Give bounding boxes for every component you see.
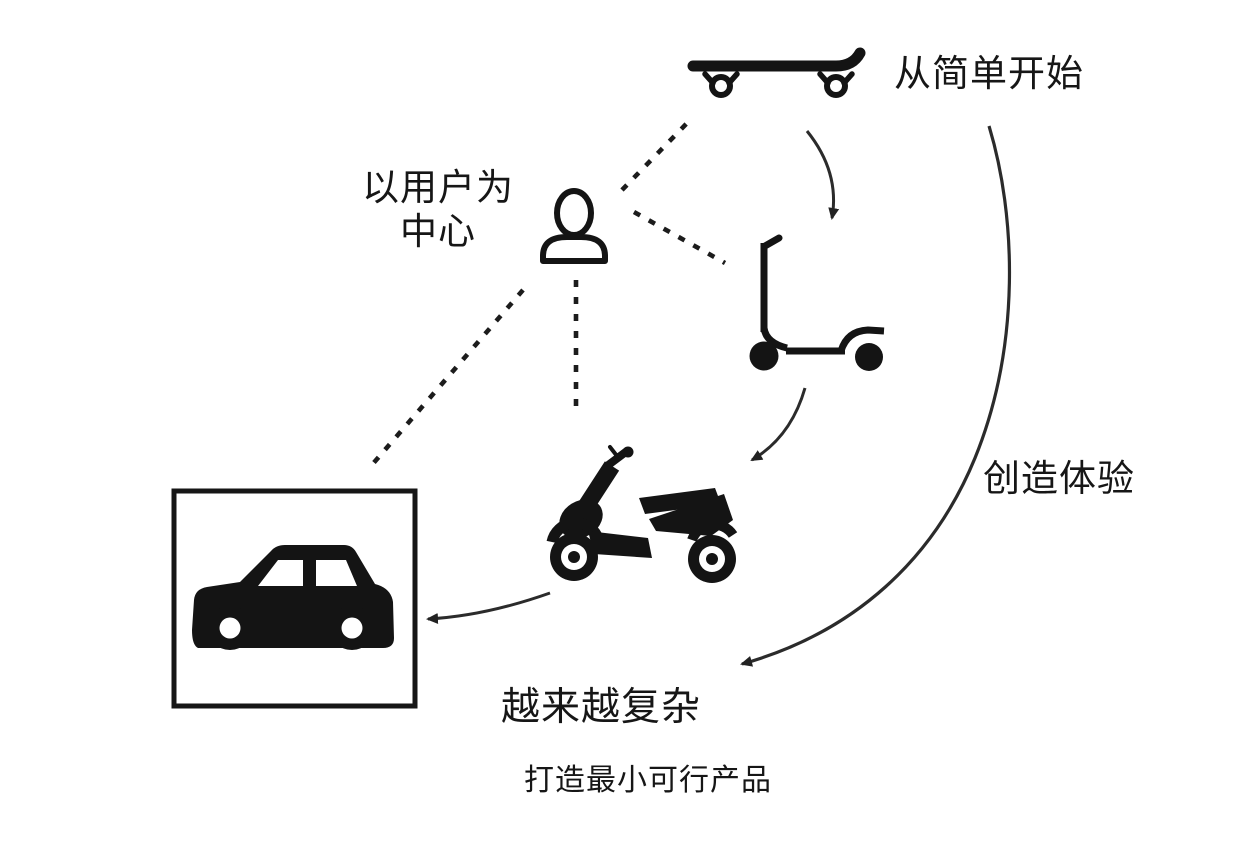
- arrow-motor-scooter-to-car: [426, 591, 551, 624]
- arrow-skateboard-to-kick-scooter: [805, 130, 840, 220]
- label-create-experience: 创造体验: [983, 458, 1135, 500]
- car-icon: [192, 545, 394, 650]
- label-increasingly-complex: 越来越复杂: [501, 686, 701, 729]
- skateboard-icon: [687, 47, 866, 98]
- dashed-connections: [369, 116, 727, 468]
- motor-scooter-icon: [546, 445, 738, 583]
- label-start-simple: 从简单开始: [894, 53, 1084, 95]
- dashed-line-user-skateboard: [620, 116, 694, 192]
- arrow-kick-scooter-to-motor-scooter: [750, 387, 807, 462]
- label-user-centered-line1: 以用户为: [362, 167, 514, 209]
- dashed-line-user-car: [369, 288, 525, 468]
- stage-arrows: [426, 125, 1012, 667]
- kick-scooter-icon: [749, 234, 885, 371]
- arrow-experience-arc: [740, 125, 1012, 667]
- label-caption-mvp: 打造最小可行产品: [524, 764, 772, 797]
- dashed-line-user-kick-scooter: [632, 209, 727, 266]
- person-icon: [540, 188, 608, 264]
- label-user-centered-line2: 中心: [400, 212, 476, 253]
